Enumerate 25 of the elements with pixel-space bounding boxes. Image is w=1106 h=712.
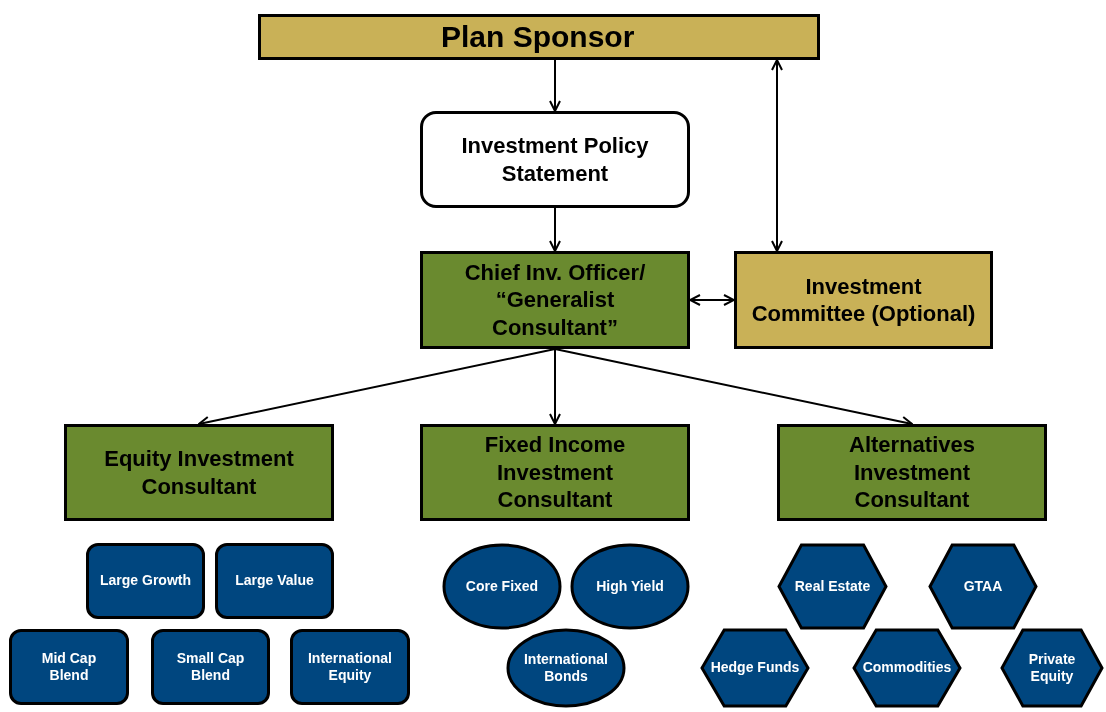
rounded-box: International Equity [290, 629, 410, 705]
hexagon-node: Private Equity [1000, 628, 1104, 708]
hexagon-node: Hedge Funds [700, 628, 810, 708]
hexagon-node: Commodities [852, 628, 962, 708]
arrow [549, 348, 561, 425]
process-box: Fixed Income Investment Consultant [420, 424, 690, 521]
ellipse-node: Core Fixed [442, 543, 562, 630]
ellipse-node: International Bonds [506, 628, 626, 708]
rounded-box: Large Value [215, 543, 334, 619]
rounded-box: Small Cap Blend [151, 629, 270, 705]
hexagon-node: GTAA [928, 543, 1038, 630]
rounded-box: Large Growth [86, 543, 205, 619]
ellipse-node: High Yield [570, 543, 690, 630]
rounded-box: Mid Cap Blend [9, 629, 129, 705]
arrow [689, 294, 735, 306]
arrow [771, 59, 783, 252]
process-box: Equity Investment Consultant [64, 424, 334, 521]
arrow [549, 207, 561, 252]
hexagon-node: Real Estate [777, 543, 888, 630]
process-box: Chief Inv. Officer/ “Generalist Consultant” [420, 251, 690, 349]
process-box: Alternatives Investment Consultant [777, 424, 1047, 521]
process-box: Investment Committee (Optional) [734, 251, 993, 349]
arrow [549, 59, 561, 112]
rounded-box: Investment Policy Statement [420, 111, 690, 208]
header-bar: Plan Sponsor [258, 14, 820, 60]
